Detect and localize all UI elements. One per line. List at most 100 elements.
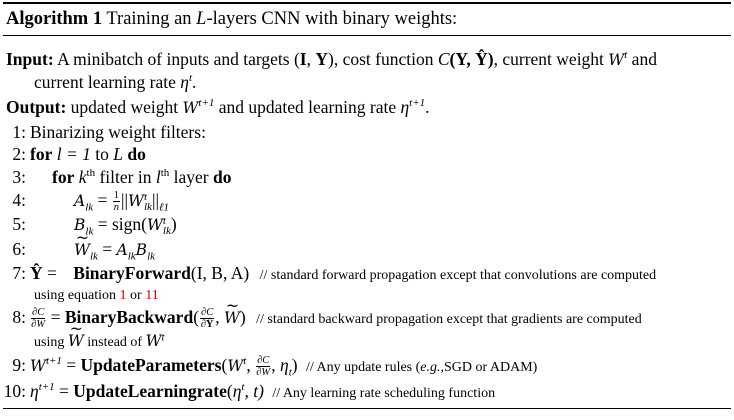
input-line-2: current learning rate ηt. xyxy=(34,71,196,93)
step-1: 1:Binarizing weight filters: xyxy=(0,121,206,143)
input-W: W xyxy=(608,51,625,69)
step-6-B: B xyxy=(135,241,148,259)
step-7-num: 7: xyxy=(12,263,26,283)
step-4-frac-den: n xyxy=(113,202,120,214)
step-8-frac-2: ∂C∂Ŷ xyxy=(200,307,215,330)
step-9-close: ) xyxy=(291,355,298,375)
step-10-eta: η xyxy=(30,381,39,401)
input-line2-post: . xyxy=(192,72,197,92)
step-9-eq: = xyxy=(61,355,81,375)
input-line2-pre: current learning rate xyxy=(34,72,181,92)
step-9-num: 9: xyxy=(12,355,26,375)
step-4-W-sup: t xyxy=(143,190,148,203)
input-t: t xyxy=(624,49,628,62)
step-8-mid: , xyxy=(215,307,224,327)
step-7-cont: using equation 1 or 11 xyxy=(34,285,159,307)
step-8-comment: // standard backward propagation except … xyxy=(256,312,642,327)
step-8-cont: using W instead of Wt xyxy=(34,318,165,354)
step-9-W2: W xyxy=(227,357,244,375)
step-8-frac1-den: ∂W xyxy=(31,319,46,331)
step-6-num: 6: xyxy=(12,239,26,259)
step-5-B: B xyxy=(74,216,86,234)
step-6-W-tilde: W xyxy=(74,227,90,261)
step-5-W-sup: t xyxy=(162,214,166,227)
caption-var: L xyxy=(196,9,207,29)
step-7-comment: // standard forward propagation except t… xyxy=(259,268,657,283)
step-9-comment-b: SGD or ADAM) xyxy=(444,360,538,375)
step-5-W-sub: lk xyxy=(162,224,171,237)
step-4-norm-close: || xyxy=(151,190,159,210)
input-and: and xyxy=(627,49,657,69)
step-7-fn: BinaryForward xyxy=(73,263,191,283)
step-10-comment: // Any learning rate scheduling function xyxy=(272,386,496,401)
step-8-cont-mid: instead of xyxy=(83,335,146,350)
step-8-cont-pre: using xyxy=(34,335,68,350)
equation-ref-1-link[interactable]: 1 xyxy=(119,288,127,303)
step-8-frac1-num: ∂C xyxy=(31,307,46,320)
algorithm-caption: Algorithm 1 Training an L-layers CNN wit… xyxy=(6,8,457,30)
step-4-eq: = xyxy=(93,190,112,210)
equation-ref-11-link[interactable]: 11 xyxy=(145,288,159,303)
bottom-rule xyxy=(3,408,731,409)
step-6: 6:Wlk = AlkBlk xyxy=(0,227,156,263)
step-6-lk: lk xyxy=(89,250,98,263)
input-Y: Y xyxy=(315,49,328,69)
step-8-fn: BinaryBackward xyxy=(64,307,194,327)
step-6-A: A xyxy=(116,241,128,259)
step-3-do: do xyxy=(213,167,232,187)
output-end: . xyxy=(425,97,430,117)
step-5-close: ) xyxy=(170,214,177,234)
step-9-fn: UpdateParameters xyxy=(80,355,222,375)
step-3-layer: layer xyxy=(169,167,213,187)
step-8-close: ) xyxy=(239,307,246,327)
top-rule xyxy=(3,2,731,4)
step-7: 7:Ŷ = BinaryForward(I, B, A) // standard… xyxy=(0,262,656,287)
step-2-do: do xyxy=(127,144,146,164)
step-2-L: L xyxy=(113,144,124,164)
step-7-args: (I, B, A) xyxy=(190,263,250,283)
step-4-l1: ℓ1 xyxy=(158,201,170,214)
step-8-eq: = xyxy=(46,307,65,327)
step-2-expr: l = 1 xyxy=(56,144,91,164)
input-text1: A minibatch of inputs and targets ( xyxy=(57,49,300,69)
step-9-c2: , xyxy=(271,355,281,375)
step-9-sup2: t xyxy=(243,355,247,368)
caption-pre: Training an xyxy=(106,9,197,29)
step-8: 8:∂C∂W = BinaryBackward(∂C∂Ŷ, W) // stan… xyxy=(0,295,642,331)
step-8-cont-t: t xyxy=(161,331,165,344)
algorithm-label: Algorithm 1 xyxy=(6,9,103,29)
step-8-frac2-num: ∂C xyxy=(200,307,215,320)
step-9-eta: η xyxy=(280,355,289,375)
step-10-fn: UpdateLearningrate xyxy=(73,381,227,401)
step-3-th2: th xyxy=(160,167,170,180)
step-2: 2:for l = 1 to L do xyxy=(0,143,146,165)
input-eta-t: t xyxy=(188,72,192,85)
step-10-close: , t) xyxy=(244,381,264,401)
step-10-sup: t+1 xyxy=(38,381,55,394)
output-label: Output: xyxy=(6,97,67,117)
step-4-A: A xyxy=(74,192,86,210)
step-5-eq: = sign( xyxy=(93,214,147,234)
step-6-lk3: lk xyxy=(147,250,156,263)
output-eta-sup: t+1 xyxy=(409,97,426,110)
step-4-norm-open: || xyxy=(121,190,129,210)
step-7-or: or xyxy=(126,288,146,303)
step-7-cont-pre: using equation xyxy=(34,288,120,303)
step-4-W-sub: lk xyxy=(143,200,152,213)
caption-post: -layers CNN with binary weights: xyxy=(206,9,458,29)
step-3-mid: filter in xyxy=(95,167,156,187)
step-9-sup: t+1 xyxy=(45,355,62,368)
step-9-c1: , xyxy=(246,355,256,375)
step-9-comment-a: // Any update rules ( xyxy=(305,360,421,375)
output-text2: and updated learning rate xyxy=(214,97,401,117)
step-4-frac-num: 1 xyxy=(112,190,121,203)
step-2-to: to xyxy=(95,144,109,164)
step-10-eta2: η xyxy=(232,381,242,401)
step-10-num: 10: xyxy=(3,381,26,401)
step-8-num: 8: xyxy=(12,307,26,327)
step-9-W: W xyxy=(30,357,46,375)
step-3: 3:for kth filter in lth layer do xyxy=(0,166,231,188)
step-4-num: 4: xyxy=(12,190,26,210)
